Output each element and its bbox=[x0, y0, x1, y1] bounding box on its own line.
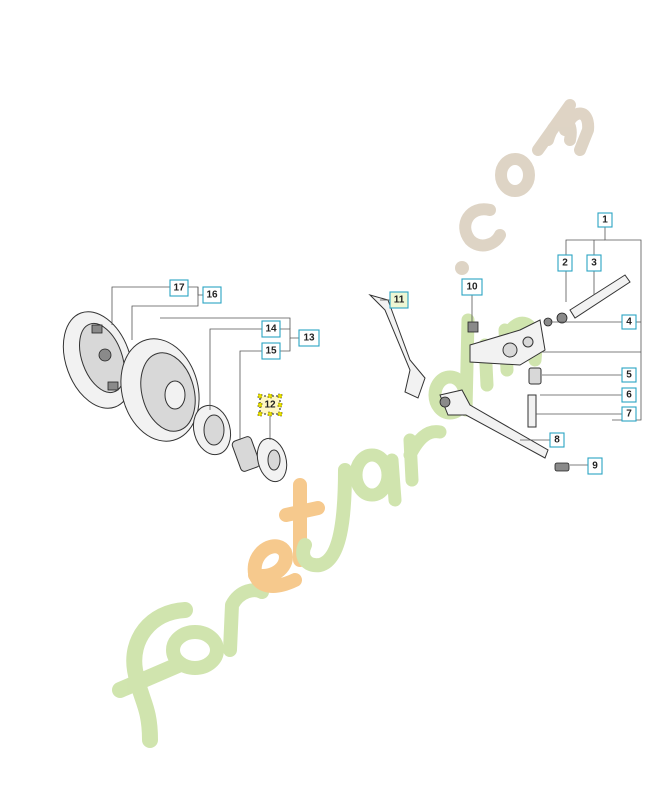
selection-handle[interactable] bbox=[277, 402, 283, 408]
callout-13-label: 13 bbox=[303, 333, 315, 344]
callout-1[interactable]: 1 bbox=[597, 212, 613, 228]
watermark-letter-r bbox=[223, 583, 269, 657]
callout-10-label: 10 bbox=[466, 282, 478, 293]
callout-15[interactable]: 15 bbox=[261, 342, 281, 360]
watermark-letter-a bbox=[349, 448, 395, 502]
rim-sprocket-part bbox=[192, 404, 232, 456]
callout-2[interactable]: 2 bbox=[557, 254, 573, 272]
callout-10[interactable]: 10 bbox=[461, 278, 483, 296]
oil-pump-lever-part bbox=[368, 294, 426, 399]
pin-part bbox=[527, 394, 537, 428]
selection-handle[interactable] bbox=[257, 393, 263, 399]
selection-handle[interactable] bbox=[277, 393, 283, 399]
callout-6-label: 6 bbox=[626, 390, 632, 401]
callout-6[interactable]: 6 bbox=[621, 387, 637, 403]
watermark-letter-m bbox=[532, 99, 595, 156]
watermark-letter-c bbox=[459, 203, 506, 252]
callout-8[interactable]: 8 bbox=[549, 432, 565, 448]
selection-handle[interactable] bbox=[257, 402, 263, 408]
watermark-letter-e bbox=[247, 539, 302, 593]
screw-9-part bbox=[554, 462, 570, 472]
needle-bearing-part bbox=[231, 436, 261, 472]
callout-7-label: 7 bbox=[626, 409, 632, 420]
selection-handle[interactable] bbox=[267, 393, 273, 399]
callout-11[interactable]: 11 bbox=[389, 291, 409, 309]
adjust-screw-part bbox=[543, 274, 631, 327]
callout-12[interactable]: 12 bbox=[257, 393, 283, 417]
selection-handle[interactable] bbox=[277, 411, 283, 417]
watermark-dot bbox=[455, 261, 469, 275]
watermark-letter-f bbox=[112, 602, 193, 748]
callout-15-label: 15 bbox=[265, 346, 277, 357]
bolt-10-part bbox=[467, 321, 479, 333]
callout-5-label: 5 bbox=[626, 370, 632, 381]
callout-7[interactable]: 7 bbox=[621, 406, 637, 422]
callout-14[interactable]: 14 bbox=[261, 320, 281, 338]
callout-13[interactable]: 13 bbox=[298, 329, 320, 347]
callout-9[interactable]: 9 bbox=[587, 457, 603, 475]
callout-14-label: 14 bbox=[265, 324, 277, 335]
spring-part bbox=[528, 367, 542, 385]
callout-4[interactable]: 4 bbox=[621, 314, 637, 330]
selection-handle[interactable] bbox=[267, 411, 273, 417]
pump-shaft-part bbox=[439, 389, 549, 459]
callout-8-label: 8 bbox=[554, 435, 560, 446]
watermark-letter-o2 bbox=[495, 153, 535, 197]
clutch-drum-part bbox=[120, 338, 200, 442]
callout-3[interactable]: 3 bbox=[586, 254, 602, 272]
callout-3-label: 3 bbox=[591, 258, 597, 269]
watermark-letter-d-stem bbox=[459, 313, 475, 417]
callout-12-label: 12 bbox=[264, 400, 276, 411]
watermark-letter-j bbox=[296, 463, 352, 573]
callout-16-label: 16 bbox=[206, 290, 218, 301]
callout-16[interactable]: 16 bbox=[202, 286, 222, 304]
callout-17-label: 17 bbox=[173, 283, 185, 294]
clutch-assembly-part bbox=[62, 311, 134, 409]
callout-17[interactable]: 17 bbox=[169, 279, 189, 297]
callout-1-label: 1 bbox=[602, 215, 608, 226]
watermark-letter-a-stem bbox=[385, 453, 402, 507]
callout-5[interactable]: 5 bbox=[621, 367, 637, 383]
watermark-letter-o bbox=[166, 625, 224, 675]
callout-9-label: 9 bbox=[592, 461, 598, 472]
watermark-letter-r2 bbox=[403, 425, 447, 487]
selection-handle[interactable] bbox=[257, 411, 263, 417]
washer-part bbox=[256, 437, 288, 483]
callout-2-label: 2 bbox=[562, 258, 568, 269]
pump-housing-part bbox=[469, 319, 546, 366]
callout-4-label: 4 bbox=[626, 317, 632, 328]
callout-11-label: 11 bbox=[394, 295, 405, 306]
